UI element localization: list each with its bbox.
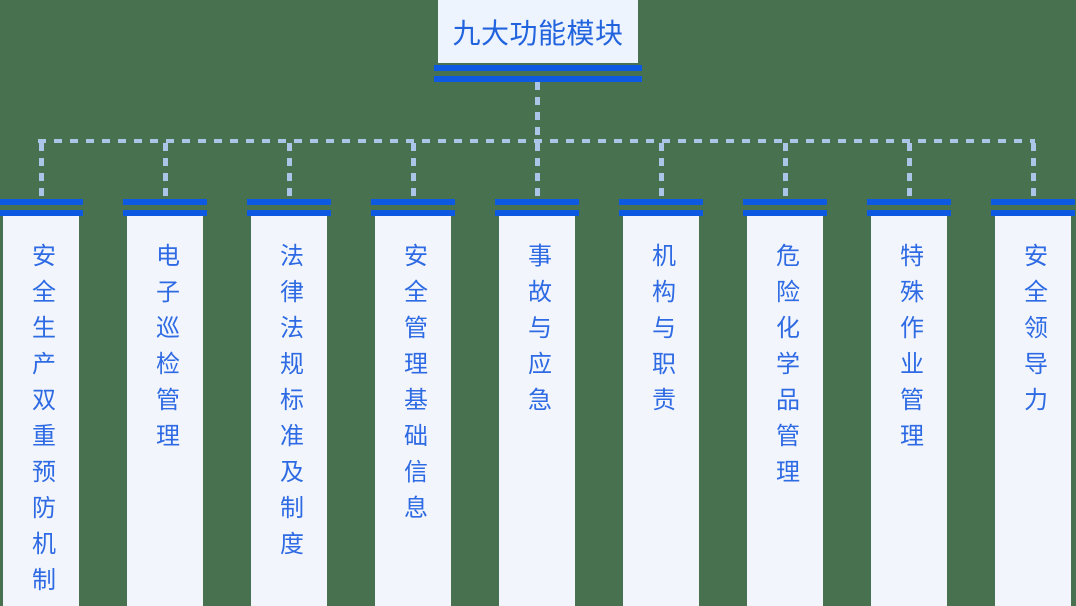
column-cap-bar-top [246,199,331,205]
column-panel: 事故与应急 [498,216,575,606]
module-label: 机构与职责 [647,243,675,423]
module-column: 安全领导力 [990,143,1075,606]
module-column: 事故与应急 [494,143,579,606]
root-underline-bar-top [434,65,642,71]
column-cap-bar-bottom [0,210,83,216]
module-label: 安全领导力 [1019,243,1047,423]
column-panel: 危险化学品管理 [746,216,823,606]
module-label: 特殊作业管理 [895,243,923,459]
module-label: 法律法规标准及制度 [275,243,303,567]
column-cap-bar-top [866,199,951,205]
connector-column-drop [534,143,540,199]
root-node: 九大功能模块 [438,0,638,63]
column-cap-bar-top [494,199,579,205]
column-cap-bar-top [742,199,827,205]
column-panel: 安全管理基础信息 [374,216,451,606]
column-cap-bar-bottom [742,210,827,216]
module-column: 法律法规标准及制度 [246,143,331,606]
column-cap-bar-top [618,199,703,205]
connector-column-drop [658,143,664,199]
connector-column-drop [38,143,44,199]
module-column: 危险化学品管理 [742,143,827,606]
column-cap-bar-bottom [246,210,331,216]
module-label: 电子巡检管理 [151,243,179,459]
module-column: 特殊作业管理 [866,143,951,606]
root-underline-bar-bottom [434,76,642,82]
module-column: 安全生产双重预防机制 [0,143,83,606]
column-cap-bar-bottom [122,210,207,216]
connector-column-drop [906,143,912,199]
column-panel: 机构与职责 [622,216,699,606]
connector-horizontal-rail [38,139,1035,143]
module-column: 电子巡检管理 [122,143,207,606]
module-label: 事故与应急 [523,243,551,423]
column-cap-bar-top [370,199,455,205]
module-label: 危险化学品管理 [771,243,799,495]
column-cap-bar-bottom [494,210,579,216]
column-panel: 安全领导力 [994,216,1071,606]
module-column: 安全管理基础信息 [370,143,455,606]
column-panel: 安全生产双重预防机制 [2,216,79,606]
module-label: 安全管理基础信息 [399,243,427,531]
column-panel: 法律法规标准及制度 [250,216,327,606]
connector-column-drop [1030,143,1036,199]
module-column: 机构与职责 [618,143,703,606]
connector-root-drop [535,82,540,140]
column-cap-bar-top [0,199,83,205]
connector-column-drop [782,143,788,199]
module-label: 安全生产双重预防机制 [27,243,55,603]
connector-column-drop [410,143,416,199]
column-panel: 电子巡检管理 [126,216,203,606]
connector-column-drop [162,143,168,199]
column-cap-bar-top [122,199,207,205]
root-node-label: 九大功能模块 [452,17,624,49]
column-cap-bar-bottom [990,210,1075,216]
column-cap-bar-bottom [618,210,703,216]
connector-column-drop [286,143,292,199]
column-cap-bar-top [990,199,1075,205]
column-panel: 特殊作业管理 [870,216,947,606]
column-cap-bar-bottom [370,210,455,216]
column-cap-bar-bottom [866,210,951,216]
